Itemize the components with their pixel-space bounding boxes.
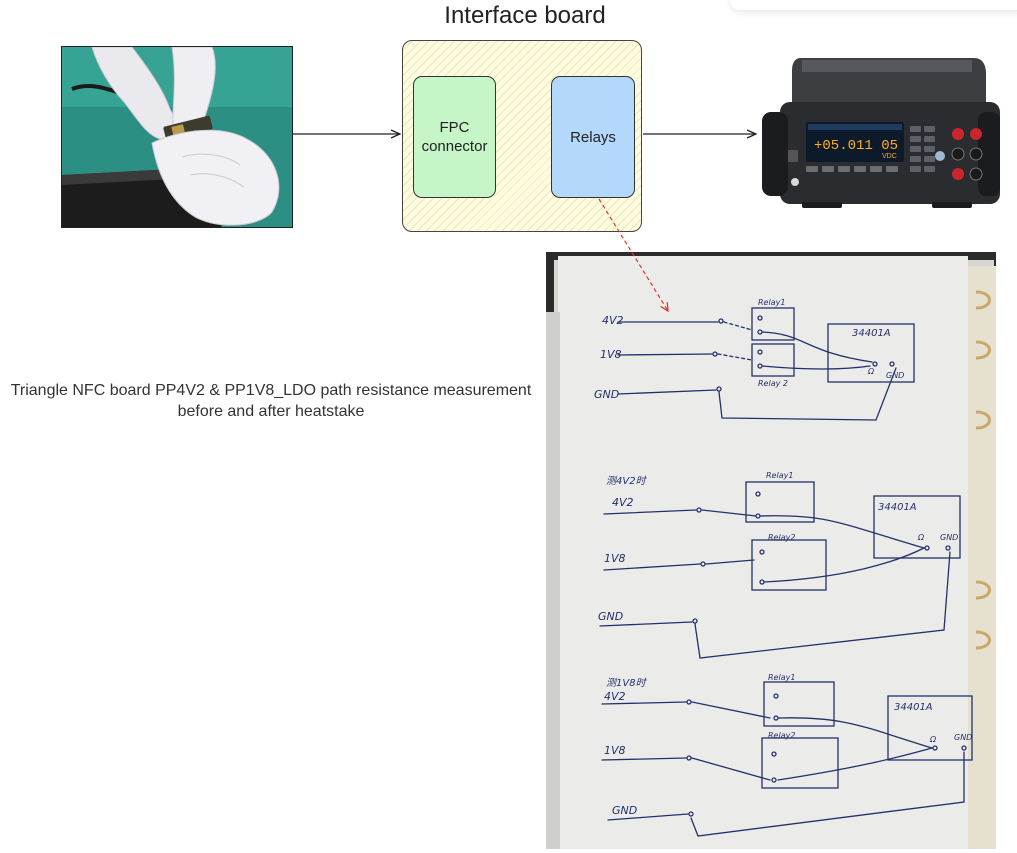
- board-handling-photo: [61, 46, 293, 228]
- board-handling-illustration: [62, 47, 292, 227]
- sketch-relay1-1: Relay1: [758, 298, 785, 307]
- sketch-relay1-3: Relay1: [768, 673, 795, 682]
- sketch-ohm-1: Ω: [867, 367, 875, 376]
- sketch-meter-1: 34401A: [852, 328, 891, 339]
- multimeter-illustration: +05.011 05 VDC: [762, 58, 1000, 208]
- sketch-relay2-1: Relay 2: [758, 379, 788, 388]
- measurement-description: Triangle NFC board PP4V2 & PP1V8_LDO pat…: [10, 382, 532, 420]
- sketch-net-1v8-2: 1V8: [604, 552, 626, 565]
- sketch-net-4v2-3: 4V2: [604, 690, 626, 703]
- sketch-net-1v8-1: 1V8: [600, 348, 622, 361]
- sketch-heading-3: 测1V8时: [606, 677, 648, 689]
- multimeter-unit: VDC: [882, 153, 897, 160]
- sketch-relay2-2: Relay2: [768, 533, 795, 542]
- multimeter-reading: +05.011 05: [814, 138, 898, 154]
- relays-label: Relays: [570, 128, 616, 146]
- multimeter-photo: +05.011 05 VDC: [762, 52, 1000, 212]
- sketch-net-4v2-1: 4V2: [602, 314, 624, 327]
- sketch-ohm-3: Ω: [929, 735, 937, 744]
- sketch-meter-2: 34401A: [878, 502, 917, 513]
- fpc-connector-label: FPC connector: [421, 119, 488, 155]
- sketch-ohm-2: Ω: [917, 533, 925, 542]
- sketch-net-gnd-3: GND: [612, 804, 637, 817]
- sketch-net-1v8-3: 1V8: [604, 744, 626, 757]
- sketch-meter-gnd-2: GND: [940, 533, 958, 542]
- sketch-meter-3: 34401A: [894, 702, 933, 713]
- diagram-title: Interface board: [444, 2, 606, 29]
- sketch-net-4v2-2: 4V2: [612, 496, 634, 509]
- hand-drawn-schematic-photo: 4V2 1V8 GND Relay1 Relay 2 34401A Ω GND …: [546, 252, 996, 849]
- fpc-connector-block: FPC connector: [413, 76, 496, 198]
- sketch-relay1-2: Relay1: [766, 471, 793, 480]
- relays-block: Relays: [551, 76, 635, 198]
- sketch-relay2-3: Relay2: [768, 731, 795, 740]
- sketch-net-gnd-2: GND: [598, 610, 623, 623]
- sketch-heading-2: 测4V2时: [606, 475, 648, 487]
- sketch-net-gnd-1: GND: [594, 388, 619, 401]
- sketch-meter-gnd-3: GND: [954, 733, 972, 742]
- sketch-meter-gnd-1: GND: [886, 371, 904, 380]
- canvas-shadow: [730, 0, 1017, 10]
- schematic-sketch: 4V2 1V8 GND Relay1 Relay 2 34401A Ω GND …: [546, 252, 996, 849]
